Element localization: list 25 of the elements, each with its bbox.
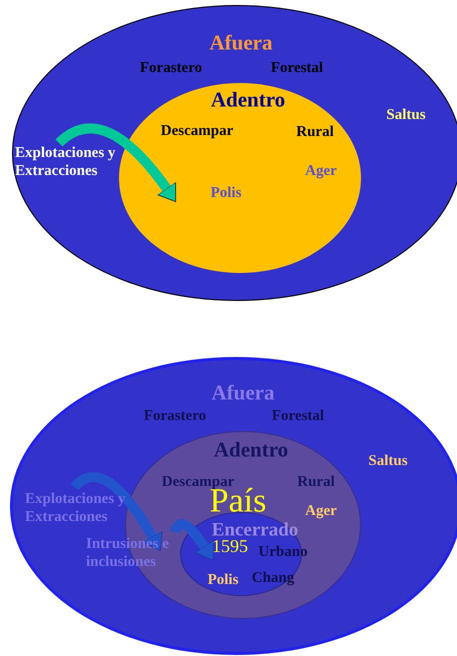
region-label: Afuera xyxy=(212,381,274,405)
region-label: Ager xyxy=(305,162,337,180)
region-label: Urbano xyxy=(258,544,308,560)
region-label: Saltus xyxy=(386,106,426,124)
region-label: Explotaciones y Extracciones xyxy=(15,144,165,180)
region-label: Afuera xyxy=(210,31,272,55)
region-label: Descampar xyxy=(162,474,234,490)
region-label: Ager xyxy=(305,502,337,520)
region-label: Polis xyxy=(210,184,242,202)
region-label: Rural xyxy=(296,124,334,140)
region-label: Rural xyxy=(297,474,335,490)
region-label: Adentro xyxy=(210,88,286,112)
curved-arrow xyxy=(71,472,162,551)
overlay-label: 1595 xyxy=(212,537,248,557)
region-label: Forestal xyxy=(270,60,324,76)
region-label: Chang xyxy=(252,570,294,586)
region-label: Polis xyxy=(208,572,238,588)
region-label: Saltus xyxy=(368,452,408,470)
curved-arrow xyxy=(170,519,214,560)
region-label: Forastero xyxy=(144,408,206,424)
region-label: Explotaciones y Extracciones xyxy=(25,490,175,526)
region-label: Forestal xyxy=(272,408,324,424)
region-label: Forastero xyxy=(140,60,202,76)
region-label: Descampar xyxy=(160,122,234,140)
region-label: Adentro xyxy=(214,438,288,462)
